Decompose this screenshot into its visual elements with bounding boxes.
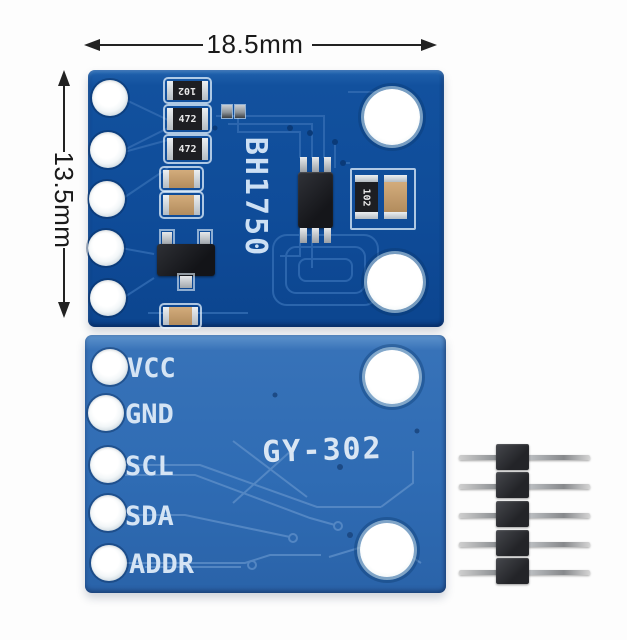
front-silkscreen-label: BH1750 <box>238 136 273 258</box>
header-body-block <box>496 530 529 556</box>
solder-end <box>167 138 173 160</box>
pin-label-gnd: GND <box>125 399 174 430</box>
sot-pin <box>159 229 175 247</box>
pin-label-addr: ADDR <box>129 549 195 580</box>
solder-end <box>355 212 378 219</box>
through-hole <box>92 80 128 116</box>
header-body-block <box>496 558 529 584</box>
solder-end <box>163 170 169 188</box>
mounting-hole <box>364 89 420 145</box>
solder-end <box>167 108 173 130</box>
solder-end <box>355 175 378 182</box>
through-hole-gnd <box>88 395 124 431</box>
dimension-line <box>312 44 422 46</box>
solder-end <box>194 170 200 188</box>
through-hole-scl <box>90 447 126 483</box>
resistor-code: 102 <box>361 187 372 207</box>
width-dimension-label: 18.5mm <box>206 29 304 59</box>
back-silkscreen-label: GY-302 <box>261 430 384 471</box>
bh1750-sensor-ic <box>298 157 333 243</box>
mounting-hole <box>365 350 419 404</box>
header-body-block <box>496 444 529 470</box>
solder-end <box>163 307 169 325</box>
solder-end <box>384 212 407 219</box>
sot-pin <box>177 273 195 291</box>
arrowhead-left-icon <box>84 39 100 51</box>
dimension-line <box>63 85 65 152</box>
dimension-line <box>63 248 65 302</box>
ic-pin <box>300 228 307 243</box>
header-body-block <box>496 472 529 498</box>
smd-part <box>234 104 246 119</box>
pin-label-vcc: VCC <box>127 353 176 384</box>
smd-capacitor <box>159 303 202 329</box>
solder-end <box>202 138 208 160</box>
solder-end <box>192 307 198 325</box>
resistor-code: 102 <box>178 85 197 96</box>
through-hole-sda <box>90 495 126 531</box>
ic-pin <box>324 228 331 243</box>
mounting-hole <box>360 523 414 577</box>
smd-resistor: 102 <box>355 175 378 219</box>
silkscreen-outline <box>350 168 416 230</box>
pin-label-sda: SDA <box>125 501 174 532</box>
height-dimension-label: 13.5mm <box>49 151 79 249</box>
ic-pin <box>324 157 331 172</box>
through-hole-addr <box>91 545 127 581</box>
smd-resistor: 102 <box>163 77 212 104</box>
mounting-hole <box>367 254 423 310</box>
arrowhead-up-icon <box>58 70 70 86</box>
sot-body <box>157 244 215 276</box>
solder-end <box>194 195 200 215</box>
dimension-line <box>99 44 203 46</box>
smd-resistor: 472 <box>163 104 212 134</box>
pin-label-scl: SCL <box>125 451 174 482</box>
through-hole-vcc <box>92 349 128 385</box>
sot23-transistor <box>157 229 215 291</box>
through-hole <box>89 181 125 217</box>
solder-end <box>167 81 173 100</box>
through-hole <box>90 280 126 316</box>
front-pcb: 102 472 472 B <box>88 70 444 329</box>
back-pcb: VCC GND SCL SDA ADDR GY-302 <box>85 335 446 593</box>
through-hole <box>90 132 126 168</box>
resistor-code: 472 <box>178 113 197 125</box>
arrowhead-down-icon <box>58 302 70 318</box>
solder-end <box>202 108 208 130</box>
smd-resistor: 472 <box>163 134 212 164</box>
ic-pin <box>312 228 319 243</box>
solder-end <box>163 195 169 215</box>
through-hole <box>88 230 124 266</box>
sot-pin <box>197 229 213 247</box>
resistor-code: 472 <box>178 143 197 155</box>
solder-end <box>202 81 208 100</box>
arrowhead-right-icon <box>421 39 437 51</box>
ic-pin <box>300 157 307 172</box>
smd-capacitor <box>159 191 204 219</box>
solder-end <box>384 175 407 182</box>
smd-capacitor <box>384 175 407 219</box>
smd-capacitor <box>159 166 204 192</box>
smd-part <box>221 104 233 119</box>
header-body-block <box>496 501 529 527</box>
ic-pin <box>312 157 319 172</box>
